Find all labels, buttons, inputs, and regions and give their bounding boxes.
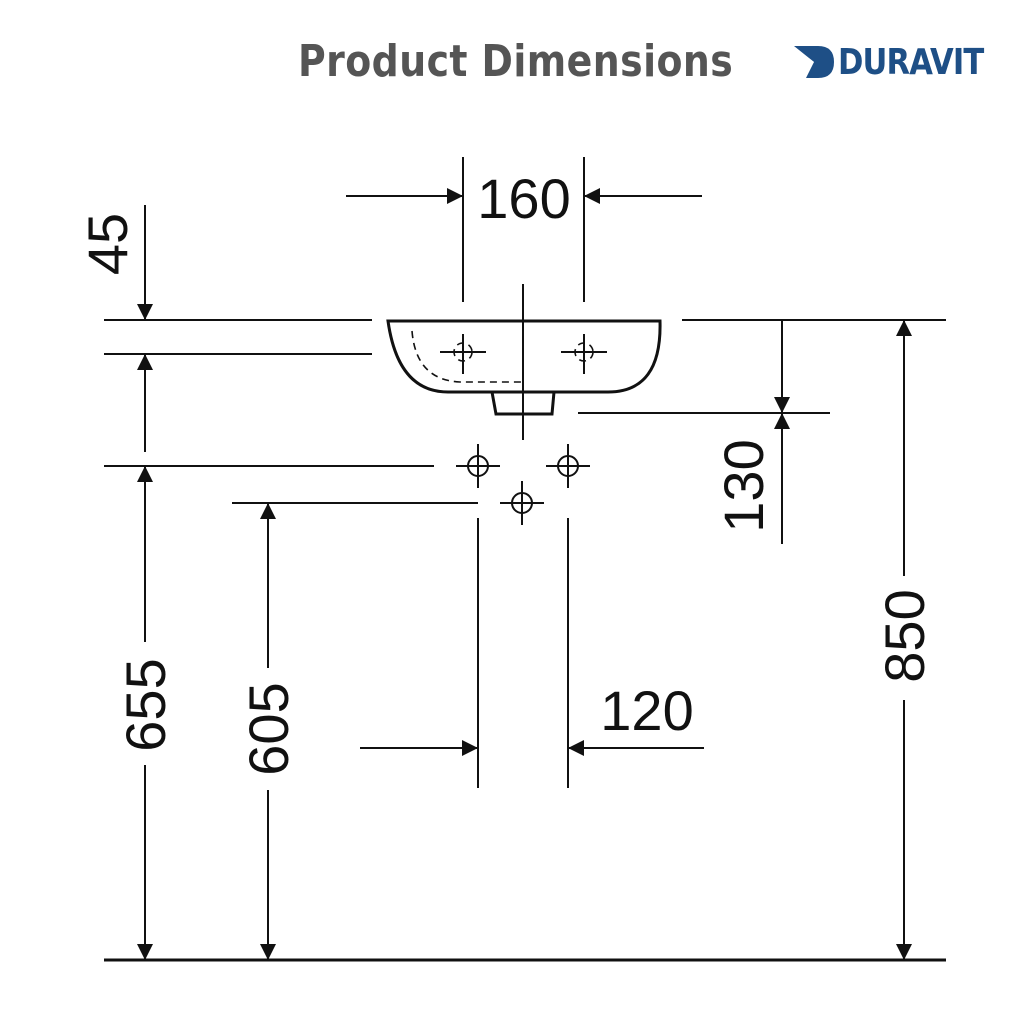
dimension-rim-thickness: 45 — [76, 205, 153, 452]
dimension-label-160: 160 — [477, 167, 570, 230]
page-title: Product Dimensions — [298, 36, 734, 87]
dimension-label-120: 120 — [600, 679, 693, 742]
dimension-tap-spacing: 160 — [346, 167, 702, 230]
dimension-label-850: 850 — [873, 589, 936, 682]
dimension-supply-spacing: 120 — [360, 679, 704, 756]
duravit-logo-icon — [794, 46, 834, 78]
tap-hole-left — [440, 334, 486, 374]
dimension-outlet-height: 130 — [712, 320, 790, 544]
duravit-logo: DURAVIT — [792, 40, 1009, 84]
dimension-label-605: 605 — [237, 682, 300, 775]
crosshair-icon — [456, 444, 500, 488]
dimension-label-130: 130 — [712, 439, 775, 532]
crosshair-icon — [500, 481, 544, 525]
crosshair-icon — [546, 444, 590, 488]
dimension-label-45: 45 — [76, 213, 139, 275]
dimension-supply-height: 605 — [237, 503, 300, 960]
dimension-overall-height: 850 — [873, 320, 936, 960]
brand-name: DURAVIT — [838, 41, 984, 83]
dimension-drain-height: 655 — [114, 466, 177, 960]
tap-hole-right — [561, 334, 607, 374]
basin-outline — [386, 284, 662, 440]
extension-lines — [104, 157, 946, 962]
dimension-label-655: 655 — [114, 658, 177, 751]
